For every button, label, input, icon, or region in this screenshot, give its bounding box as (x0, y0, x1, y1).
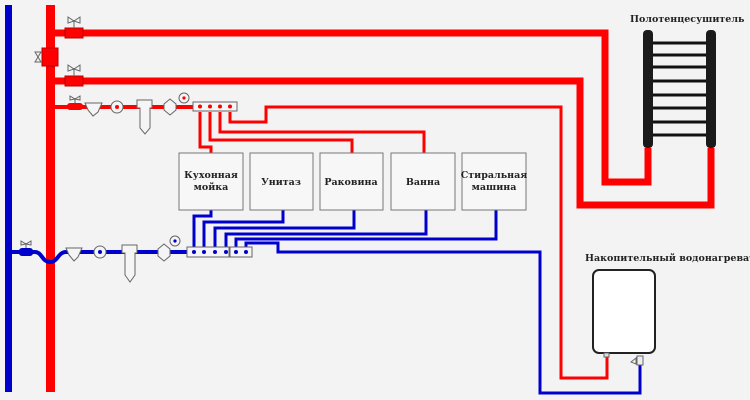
filter-icon (136, 99, 153, 135)
towel-rail-icon (643, 30, 716, 148)
fixture-washing-machine: Стиральная машина (461, 152, 528, 211)
valve-handle-icon (69, 95, 81, 103)
valve-icon (67, 103, 83, 110)
cold-manifold-outlets (192, 250, 248, 254)
hot-line-towel-supply (55, 29, 652, 186)
gauge-dot (182, 96, 186, 100)
riser-valve-handle-icon (34, 51, 42, 63)
fixture-label: Кухонная (184, 170, 238, 181)
cold-branch-washbasin (213, 210, 356, 248)
hot-branch-lines (198, 105, 609, 380)
water-heater-icon (592, 269, 656, 366)
valve-handle-icon (67, 64, 81, 76)
towel-rail-label: Полотенцесушитель (630, 14, 745, 25)
fixture-label: Раковина (324, 177, 377, 188)
fixture-label: мойка (194, 182, 229, 193)
gauge-dot (173, 239, 177, 243)
hot-branch-heater (228, 105, 609, 380)
fixture-label: машина (472, 182, 517, 193)
cold-branch-toilet (202, 210, 285, 248)
strainer-icon (84, 102, 103, 117)
cold-branch-washer (234, 210, 498, 248)
valve-icon (64, 75, 84, 87)
riser-valve-icon (41, 47, 59, 67)
pressure-reducer-icon (163, 98, 177, 116)
valve-handle-icon (20, 240, 32, 248)
hot-manifold-icon (192, 101, 238, 112)
fixture-label: Ванна (406, 177, 440, 188)
fixture-bath: Ванна (390, 152, 456, 211)
fixture-label: Унитаз (261, 177, 301, 188)
valve-icon (19, 248, 33, 256)
cold-branch-bath (224, 210, 428, 248)
fixture-washbasin: Раковина (319, 152, 384, 211)
cold-manifold-icon (186, 246, 230, 258)
pressure-reducer-icon (157, 243, 171, 262)
cold-branch-heater (244, 241, 642, 395)
cold-manifold-icon (229, 246, 253, 258)
cold-branch-lines (192, 210, 642, 395)
hot-line-towel-return (55, 77, 715, 209)
hot-branch-kitchen (198, 112, 213, 153)
cold-riser (5, 5, 12, 392)
hot-branch-bath (218, 112, 426, 153)
fixture-toilet: Унитаз (249, 152, 314, 211)
meter-dot (115, 105, 119, 109)
filter-icon (121, 244, 138, 283)
valve-handle-icon (67, 16, 81, 28)
water-heater-label: Накопительный водонагреватель (585, 253, 750, 264)
cold-input-line (12, 250, 187, 265)
fixture-label: Стиральная (461, 170, 528, 181)
meter-dot (98, 250, 102, 254)
strainer-icon (65, 247, 83, 262)
hot-branch-washbasin (208, 112, 354, 153)
valve-icon (64, 27, 84, 39)
cold-branch-kitchen (192, 210, 213, 248)
hot-manifold-outlets (198, 104, 232, 109)
hot-riser (46, 5, 55, 392)
fixture-kitchen-sink: Кухонная мойка (178, 152, 244, 211)
